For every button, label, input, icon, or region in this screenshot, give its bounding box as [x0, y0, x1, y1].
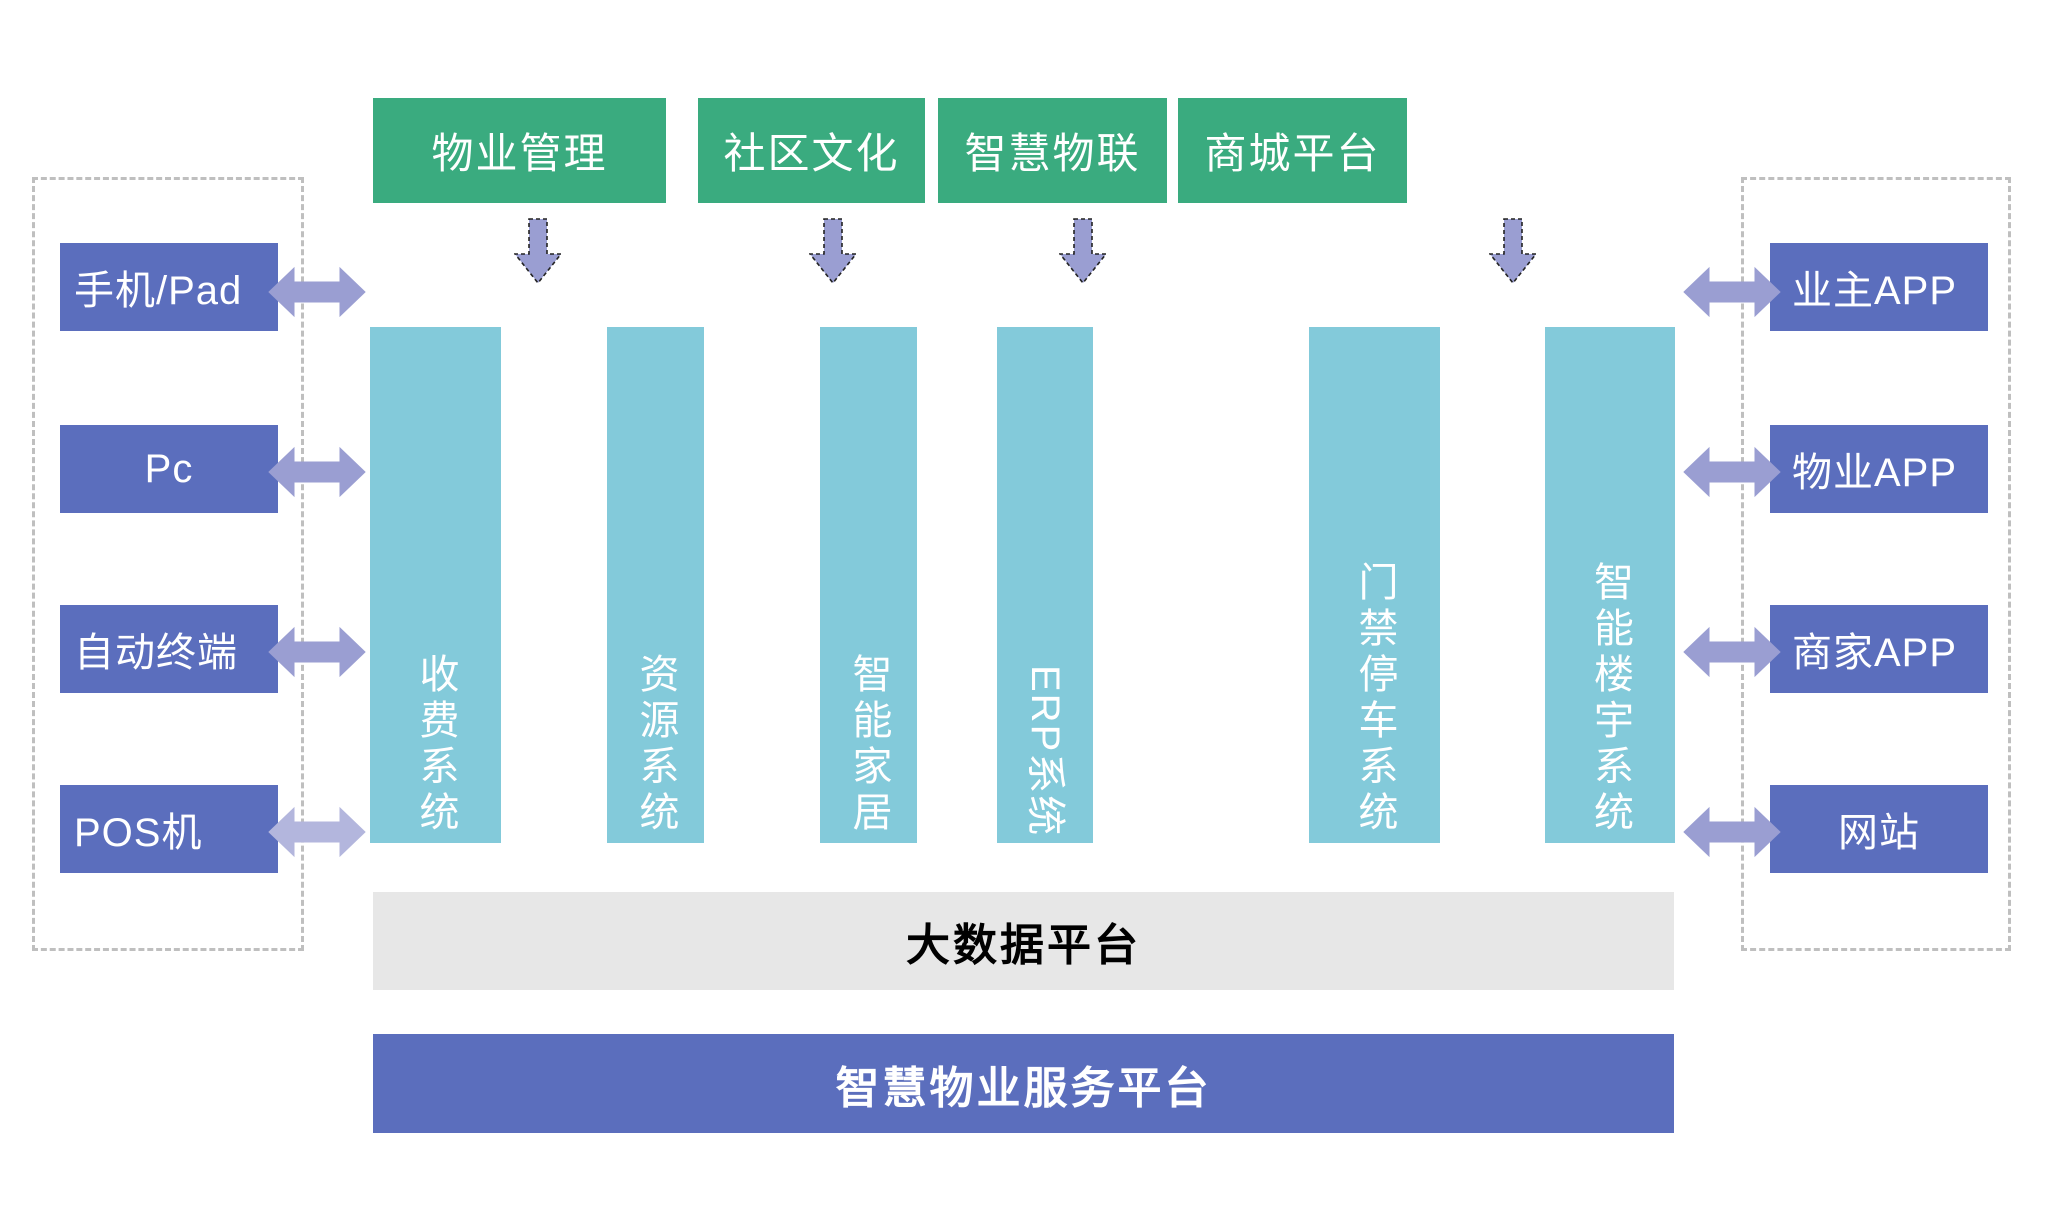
bidirectional-arrow-merchant-app: [1683, 625, 1781, 679]
app-chip-merchant[interactable]: 商家APP: [1770, 605, 1988, 693]
data-platform-label: 大数据平台: [906, 921, 1141, 970]
down-arrow-smart-iot: [1059, 218, 1107, 284]
bidirectional-arrow-property-app: [1683, 445, 1781, 499]
data-platform-bar[interactable]: 大数据平台: [373, 892, 1674, 990]
service-box-community-culture[interactable]: 社区文化: [698, 98, 925, 203]
client-chip-auto-terminal[interactable]: 自动终端: [60, 605, 278, 693]
service-box-label: 社区文化: [723, 130, 900, 177]
service-box-label: 智慧物联: [964, 130, 1141, 177]
bidirectional-arrow-pos: [268, 805, 366, 859]
pillar-label: 智能楼宇系统: [1588, 561, 1632, 837]
down-arrow-mall-platform: [1489, 218, 1537, 284]
pillar-charging-system[interactable]: 收费系统: [370, 327, 501, 843]
pillar-access-parking-system[interactable]: 门禁停车系统: [1309, 327, 1440, 843]
service-box-smart-iot[interactable]: 智慧物联: [938, 98, 1167, 203]
down-arrow-community-culture: [809, 218, 857, 284]
client-chip-label: POS机: [74, 811, 203, 855]
app-chip-label: 业主APP: [1792, 269, 1958, 313]
pillar-label: 门禁停车系统: [1352, 561, 1397, 837]
app-chip-website[interactable]: 网站: [1770, 785, 1988, 873]
pillar-erp-system[interactable]: ERP系统: [997, 327, 1093, 843]
bidirectional-arrow-website: [1683, 805, 1781, 859]
bidirectional-arrow-auto-terminal: [268, 625, 366, 679]
service-box-mall-platform[interactable]: 商城平台: [1178, 98, 1407, 203]
service-box-label: 商城平台: [1204, 130, 1381, 177]
app-chip-label: 网站: [1838, 811, 1920, 855]
bidirectional-arrow-pc: [268, 445, 366, 499]
client-chip-label: 自动终端: [74, 631, 238, 675]
pillar-resource-system[interactable]: 资源系统: [607, 327, 704, 843]
pillar-label: 收费系统: [413, 653, 458, 837]
bidirectional-arrow-owner-app: [1683, 265, 1781, 319]
service-platform-bar[interactable]: 智慧物业服务平台: [373, 1034, 1674, 1133]
app-chip-label: 商家APP: [1792, 631, 1958, 675]
service-box-label: 物业管理: [431, 130, 608, 177]
app-chip-owner[interactable]: 业主APP: [1770, 243, 1988, 331]
app-chip-label: 物业APP: [1792, 451, 1958, 495]
application-entries-frame: [1741, 177, 2011, 951]
client-chip-pos[interactable]: POS机: [60, 785, 278, 873]
pillar-label: 资源系统: [633, 653, 678, 837]
client-terminals-frame: [32, 177, 304, 951]
pillar-smart-home[interactable]: 智能家居: [820, 327, 917, 843]
pillar-label: 智能家居: [846, 653, 891, 837]
app-chip-property[interactable]: 物业APP: [1770, 425, 1988, 513]
down-arrow-property-management: [514, 218, 562, 284]
client-chip-phone-pad[interactable]: 手机/Pad: [60, 243, 278, 331]
service-platform-label: 智慧物业服务平台: [835, 1063, 1212, 1113]
service-box-property-management[interactable]: 物业管理: [373, 98, 666, 203]
bidirectional-arrow-phone-pad: [268, 265, 366, 319]
pillar-label: ERP系统: [1023, 664, 1067, 837]
client-chip-pc[interactable]: Pc: [60, 425, 278, 513]
pillar-smart-building-system[interactable]: 智能楼宇系统: [1545, 327, 1675, 843]
client-chip-label: Pc: [144, 446, 194, 491]
client-chip-label: 手机/Pad: [74, 269, 243, 313]
